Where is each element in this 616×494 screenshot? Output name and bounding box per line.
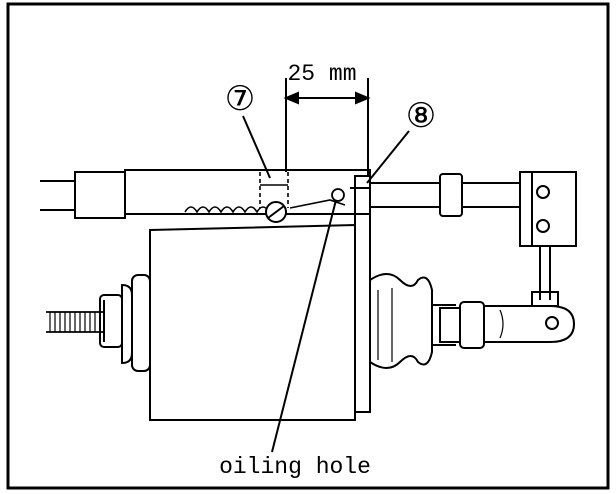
left-stud [46,312,104,332]
cylinder-housing [150,225,355,420]
dimension-markers [286,78,368,176]
rack-teeth [185,200,345,214]
set-screw-icon [266,202,286,222]
clevis-block [440,172,576,246]
right-rod-end [440,302,574,348]
dimension-label: 25 mm [287,61,356,87]
upper-rod [40,170,440,218]
left-nut [100,275,150,371]
leader-lines [243,116,409,452]
callout-8: ⑧ [406,100,436,138]
caption-oiling-hole: oiling hole [219,454,371,480]
oiling-hole [332,189,344,201]
bellows-boot [370,274,456,368]
callout-7: ⑦ [225,83,255,121]
plate-8 [350,176,370,412]
link-rod [532,246,558,306]
